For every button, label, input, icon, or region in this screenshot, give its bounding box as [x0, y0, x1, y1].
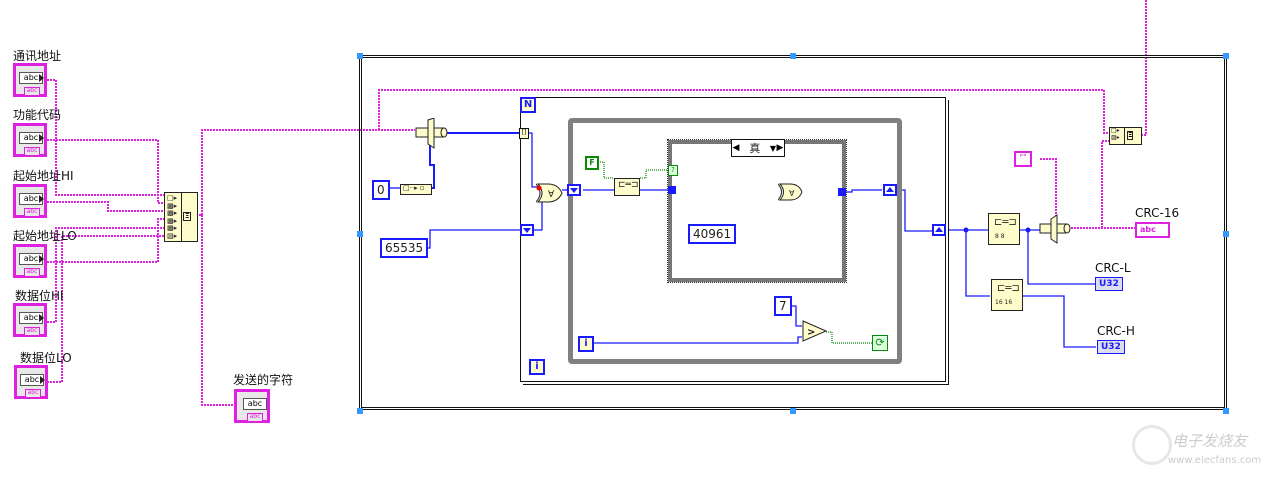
case-tunnel-out[interactable] — [838, 188, 846, 196]
control-label: 功能代码 — [13, 108, 62, 122]
string-wires — [38, 0, 1147, 406]
numeric-wires-thick — [429, 132, 520, 189]
array-icon: □··▸ ▫ — [403, 184, 425, 192]
concat-inputs-icon: □▸▩▸▩▸▩▸▩▸▨▸ — [167, 194, 178, 240]
wire-concat-out — [196, 129, 415, 216]
string-output-icon: Ξ — [183, 212, 192, 221]
control-label: 起始地址HI — [13, 169, 74, 183]
wire-to-sent — [201, 215, 236, 406]
watermark-title: 电子发烧友 — [1172, 432, 1248, 450]
type-cast-node[interactable] — [414, 118, 448, 150]
concatenate-strings-node[interactable]: □▸▩▸▩▸▩▸▩▸▨▸ Ξ — [164, 192, 198, 242]
control-label: 数据位HI — [15, 289, 64, 303]
loop-condition-icon[interactable]: ⟳ — [872, 335, 888, 351]
xor-gate[interactable]: ∀ — [536, 182, 564, 204]
wire-func-code — [38, 139, 165, 204]
const-zero[interactable]: 0 — [372, 180, 390, 200]
control-label: 通讯地址 — [13, 49, 62, 63]
wire-start-lo — [38, 218, 165, 263]
loop-iteration-terminal: i — [529, 359, 545, 375]
concatenate-strings-node-2[interactable]: □▸▨▸ Ξ — [1109, 127, 1142, 145]
resize-handle[interactable] — [357, 231, 363, 237]
output-label: CRC-L — [1095, 261, 1131, 275]
greater-than-node[interactable]: > — [802, 320, 828, 342]
terminal-arrow-icon — [39, 314, 44, 322]
terminal-arrow-icon — [40, 376, 45, 384]
split-number-8-node[interactable]: ⊏═⊐ 8 8 — [988, 213, 1020, 245]
output-label: CRC-16 — [1135, 206, 1180, 220]
case-selector-value: 真 — [749, 142, 761, 155]
shift-register-right[interactable] — [932, 224, 946, 236]
byte-array-to-string-node[interactable] — [1039, 213, 1071, 245]
resize-handle[interactable] — [357, 408, 363, 414]
const-seven[interactable]: 7 — [774, 296, 792, 316]
split-icon: ⊏═⊐ — [997, 283, 1020, 294]
watermark-url: www.elecfans.com — [1168, 455, 1262, 466]
for-loop[interactable] — [520, 97, 946, 382]
wire-comm-addr — [38, 79, 165, 196]
crc16-indicator: abc — [1135, 222, 1170, 238]
while-iteration-terminal: i — [578, 336, 594, 352]
dropdown-arrow-icon[interactable]: ▼ — [769, 143, 776, 153]
concat-inputs-icon: □▸▨▸ — [1111, 127, 1120, 141]
crc-l-indicator: U32 — [1095, 277, 1123, 291]
array-init-node[interactable]: □··▸ ▫ — [400, 184, 432, 195]
resize-handle[interactable] — [790, 408, 796, 414]
resize-handle[interactable] — [1223, 53, 1229, 59]
prev-case-arrow-icon[interactable]: ◀ — [732, 143, 740, 153]
wire-data-hi — [38, 227, 165, 323]
const-init[interactable]: 65535 — [380, 238, 429, 258]
resize-handle[interactable] — [790, 53, 796, 59]
indicator-label: 发送的字符 — [233, 373, 294, 387]
while-loop[interactable] — [568, 118, 902, 364]
output-label: CRC-H — [1097, 324, 1135, 338]
resize-handle[interactable] — [357, 53, 363, 59]
loop-count-terminal[interactable]: N — [520, 97, 536, 113]
control-label: 数据位LO — [20, 351, 72, 365]
auto-index-tunnel[interactable]: [] — [519, 128, 529, 139]
case-structure[interactable] — [667, 139, 847, 283]
split-number-16-node[interactable]: ⊏═⊐ 16 16 — [991, 279, 1023, 311]
wire-data-lo — [38, 235, 165, 383]
string-output-icon: Ξ — [1127, 131, 1134, 140]
const-poly[interactable]: 40961 — [688, 224, 737, 244]
wire-out-top — [1138, 0, 1147, 136]
wire-top-loop — [378, 89, 1110, 134]
resize-handle[interactable] — [1223, 408, 1229, 414]
const-empty-string[interactable]: "" — [1014, 151, 1032, 167]
shift-node[interactable]: ⊏═⊐ — [614, 178, 640, 196]
terminal-arrow-icon — [39, 74, 44, 82]
case-selector-terminal[interactable]: ? — [668, 165, 678, 176]
terminal-arrow-icon — [39, 195, 44, 203]
case-tunnel-in[interactable] — [668, 186, 676, 194]
svg-text:∀: ∀ — [548, 190, 555, 200]
control-label: 起始地址LO — [13, 229, 77, 243]
resize-handle[interactable] — [1223, 231, 1229, 237]
shift-register-left[interactable] — [520, 224, 534, 236]
watermark-logo-icon — [1132, 425, 1172, 465]
bool-wires — [598, 161, 872, 344]
shift-icon: ⊏═⊐ — [618, 180, 639, 190]
case-selector[interactable]: ◀ 真 ▼ ▶ — [731, 139, 785, 157]
wire-crc16-concat — [1101, 140, 1110, 228]
wire-start-hi — [38, 201, 165, 212]
terminal-arrow-icon — [39, 255, 44, 263]
terminal-arrow-icon — [39, 134, 44, 142]
svg-text:>: > — [807, 327, 815, 338]
next-case-arrow-icon[interactable]: ▶ — [776, 143, 784, 153]
while-shift-register-left[interactable] — [567, 184, 581, 196]
svg-text:∀: ∀ — [789, 189, 795, 198]
while-shift-register-right[interactable] — [883, 184, 897, 196]
split-icon: ⊏═⊐ — [994, 217, 1017, 228]
xor-gate-inner[interactable]: ∀ — [778, 182, 804, 202]
crc-h-indicator: U32 — [1097, 340, 1125, 354]
const-false[interactable]: F — [585, 156, 599, 170]
